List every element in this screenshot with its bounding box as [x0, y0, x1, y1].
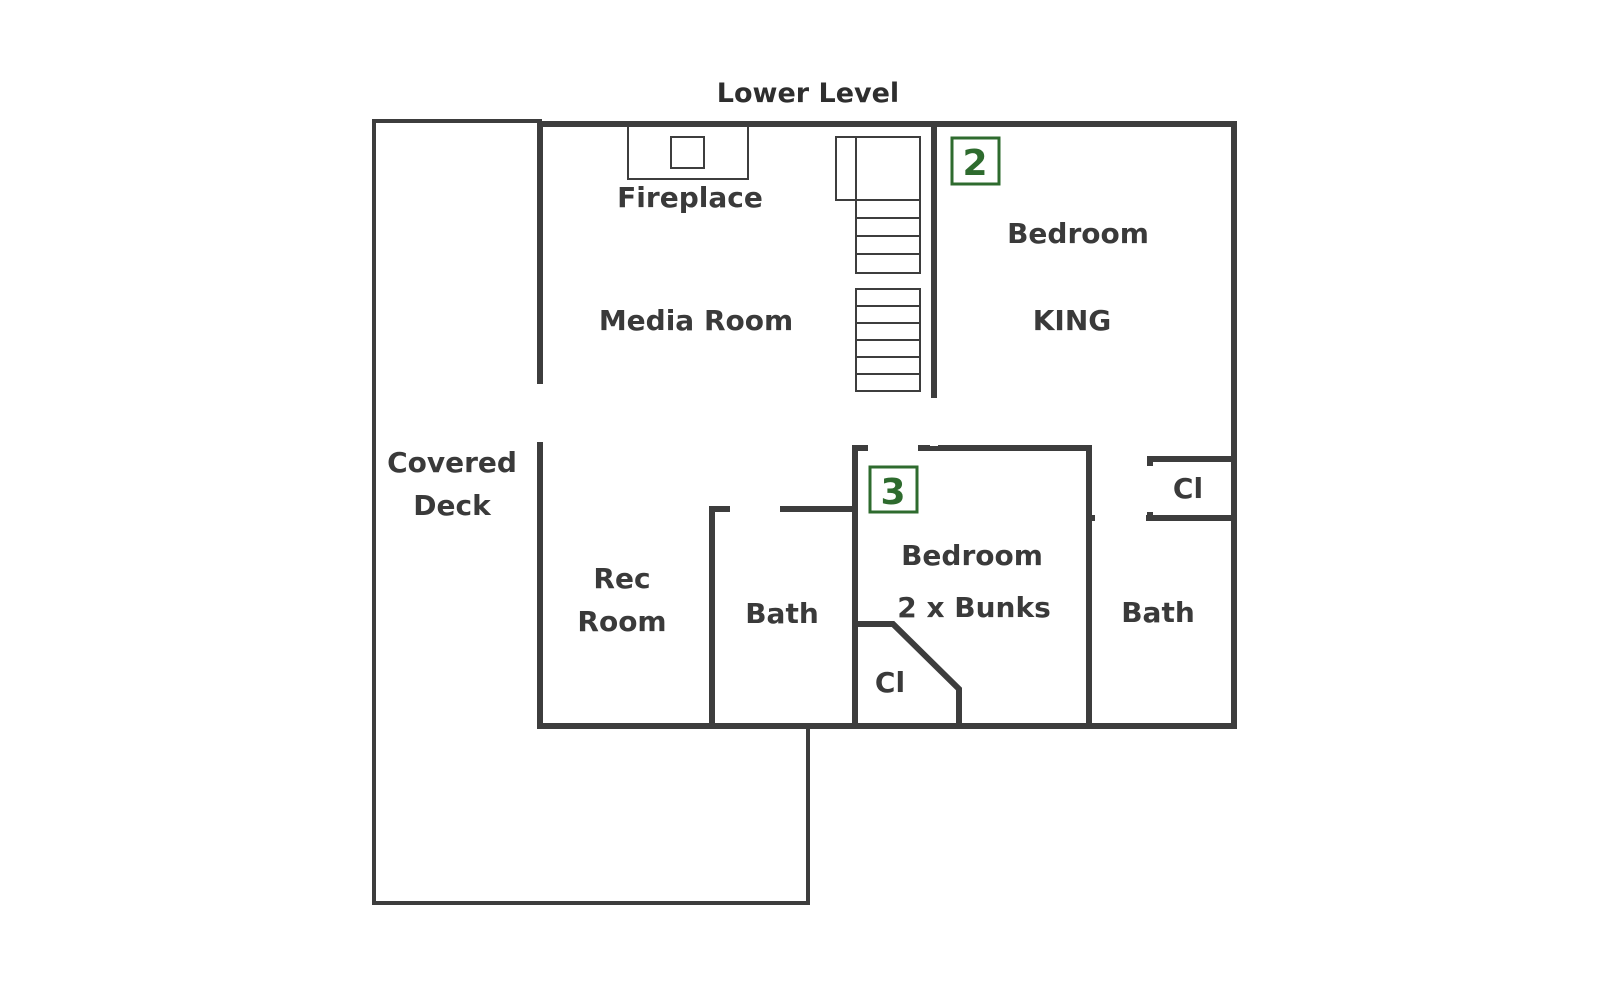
plan-title: Lower Level — [717, 78, 899, 109]
svg-text:3: 3 — [880, 472, 905, 513]
bedroom-2-badge: 2 — [950, 136, 1001, 186]
bedroom-king-label: Bedroom — [1007, 217, 1149, 250]
bedroom-king-bed-label: KING — [1033, 304, 1112, 337]
closet-right-label: Cl — [1173, 472, 1203, 505]
covered-deck-outline — [372, 119, 810, 905]
svg-text:2: 2 — [962, 143, 987, 184]
interior-walls — [709, 121, 1237, 729]
stairs — [835, 136, 921, 392]
bedroom-bunks-label: Bedroom — [901, 539, 1043, 572]
bedroom-bunks-bed-label: 2 x Bunks — [897, 591, 1051, 624]
fireplace-symbol — [627, 127, 749, 180]
fireplace-label: Fireplace — [617, 181, 763, 214]
closet-bunks-label: Cl — [875, 666, 905, 699]
rec-room-label-line2: Room — [577, 605, 666, 638]
covered-deck-label-line1: Covered — [387, 446, 517, 479]
door-openings — [536, 384, 1154, 522]
media-room-label: Media Room — [599, 304, 793, 337]
rec-room-label-line1: Rec — [593, 562, 650, 595]
bedroom-3-badge: 3 — [868, 465, 919, 514]
bath-right-label: Bath — [1121, 596, 1195, 629]
bath-left-label: Bath — [745, 597, 819, 630]
covered-deck-label-line2: Deck — [413, 489, 492, 522]
